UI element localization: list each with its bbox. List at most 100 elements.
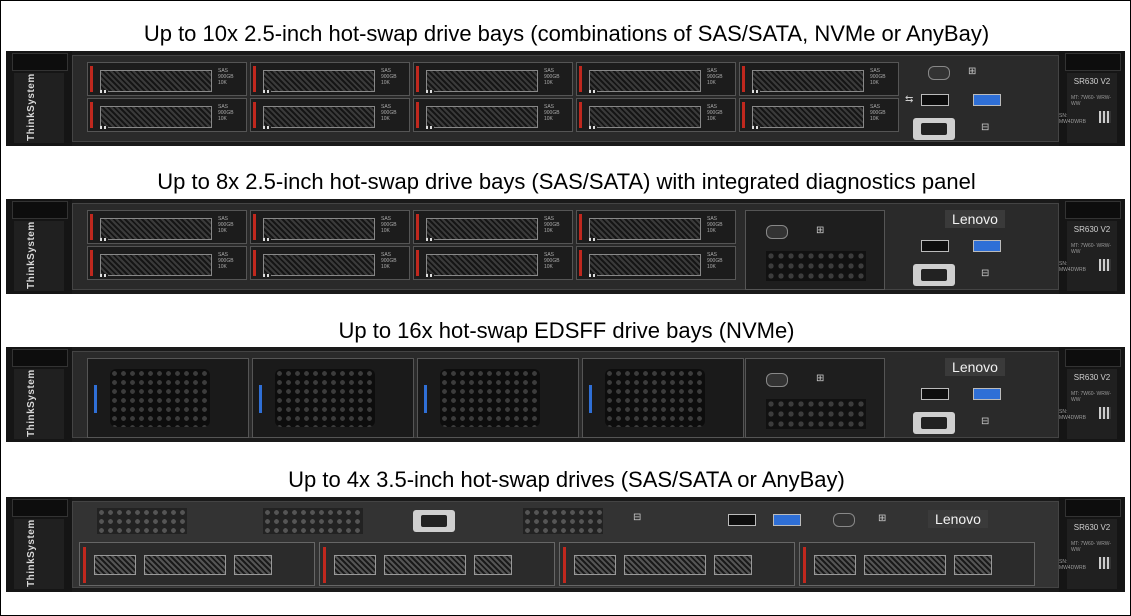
qr-code [1099,111,1111,123]
drive-bay[interactable]: SAS 900GB 10K [250,210,410,244]
drive-bay[interactable]: SAS 900GB 10K [413,246,573,280]
usb-icon[interactable] [921,388,949,400]
vga-port-icon[interactable] [913,264,955,286]
rack-ear-right: SR630 V2 MT: 7W60- WRW-WW SN: MW4DWRB [1059,347,1125,442]
caption-2: Up to 8x 2.5-inch hot-swap drive bays (S… [157,169,976,194]
vga-port-icon[interactable] [913,412,955,434]
power-button-icon[interactable] [766,373,788,387]
drive-bay[interactable]: SAS 900GB 10K [413,210,573,244]
power-button-icon[interactable] [928,66,950,80]
diagnostics-panel[interactable]: ⊞ [745,210,885,290]
rack-ear-right: SR630 V2 MT: 7W60- WRW-WW SN: MW4DWRB [1059,497,1125,592]
drive-bay[interactable]: SAS 900GB 10K [576,98,736,132]
model-label: SR630 V2 [1073,77,1111,86]
drive-bay[interactable]: SAS 900GB 10K [413,98,573,132]
brand-label: ThinkSystem [26,369,37,437]
usb-port[interactable] [921,94,949,106]
mt-label: MT: 7W60- WRW-WW [1071,541,1112,553]
caption-4: Up to 4x 3.5-inch hot-swap drives (SAS/S… [288,467,845,492]
rack-ear-left: ThinkSystem [6,199,72,294]
vga-port-icon[interactable] [913,118,955,140]
brand-label: ThinkSystem [26,519,37,587]
usb3-icon[interactable] [773,514,801,526]
chassis-front: SAS 900GB 10K SAS 900GB 10K SAS 900GB 10… [72,55,1059,142]
xcc-port-icon[interactable]: ⊟ [981,416,990,427]
edsff-bay[interactable] [87,358,249,438]
mt-label: MT: 7W60- WRW-WW [1071,391,1112,403]
server-10x-25: ThinkSystem SAS 900GB 10K SAS 900GB 10K … [6,51,1125,146]
lenovo-logo: Lenovo [945,358,1005,376]
drive-bay[interactable]: SAS 900GB 10K [739,98,899,132]
qr-code [1099,259,1111,271]
usb3-icon[interactable] [973,388,1001,400]
power-button-icon[interactable] [833,513,855,527]
lenovo-logo: Lenovo [945,210,1005,228]
vent-grill [263,508,363,534]
diagnostics-panel[interactable]: ⊞ [745,358,885,438]
drive-bay[interactable]: SAS 900GB 10K [576,210,736,244]
sn-label: SN: MW4DWRB [1059,409,1086,421]
caption-1: Up to 10x 2.5-inch hot-swap drive bays (… [143,21,990,46]
vent-grill [97,508,187,534]
chassis-front: ⊟ ⊞ Lenovo [72,501,1059,588]
id-button-icon[interactable]: ⊞ [968,66,977,77]
drive-bay[interactable]: SAS 900GB 10K [87,246,247,280]
brand-label: ThinkSystem [26,221,37,289]
power-button-icon[interactable] [766,225,788,239]
usb-icon[interactable] [728,514,756,526]
mt-label: MT: 7W60- WRW-WW [1071,243,1112,255]
rack-ear-left: ThinkSystem [6,347,72,442]
rack-ear-left: ThinkSystem [6,51,72,146]
drive-bay[interactable]: SAS 900GB 10K [250,246,410,280]
rack-ear-right: SR630 V2 MT: 7W60- WRW-WW SN: MW4DWRB [1059,51,1125,146]
drive-bay[interactable]: SAS 900GB 10K [576,246,736,280]
drive-bay[interactable]: SAS 900GB 10K [250,62,410,96]
sn-label: SN: MW4DWRB [1059,113,1086,125]
caption-3: Up to 16x hot-swap EDSFF drive bays (NVM… [338,318,795,343]
usb3-icon[interactable] [973,94,1001,106]
lenovo-logo: Lenovo [928,510,988,528]
chassis-front: SAS 900GB 10K SAS 900GB 10K SAS 900GB 10… [72,203,1059,290]
drive-bay[interactable]: SAS 900GB 10K [413,62,573,96]
drive-bay[interactable]: SAS 900GB 10K [250,98,410,132]
xcc-port-icon[interactable]: ⊟ [981,268,990,279]
mt-label: MT: 7W60- WRW-WW [1071,95,1112,107]
id-button-icon[interactable]: ⊞ [816,225,825,236]
vent-grill [766,399,866,429]
drive-bay-35[interactable] [319,542,555,586]
vent-grill [523,508,603,534]
edsff-bay[interactable] [252,358,414,438]
server-16x-edsff: ThinkSystem ⊞ Lenovo ⊟ SR630 V2 MT: 7W60… [6,347,1125,442]
id-button-icon[interactable]: ⊞ [816,373,825,384]
drive-bay[interactable]: SAS 900GB 10K [87,62,247,96]
xcc-port-icon[interactable]: ⊟ [633,512,642,523]
xcc-port-icon[interactable]: ⊟ [981,122,990,133]
drive-bay[interactable]: SAS 900GB 10K [87,210,247,244]
chassis-front: ⊞ Lenovo ⊟ [72,351,1059,438]
sn-label: SN: MW4DWRB [1059,559,1086,571]
qr-code [1099,557,1111,569]
vga-port-icon[interactable] [413,510,455,532]
edsff-bay[interactable] [417,358,579,438]
model-label: SR630 V2 [1073,523,1111,532]
usb-icon: ⇆ [905,94,914,105]
edsff-bay[interactable] [582,358,744,438]
drive-bay[interactable]: SAS 900GB 10K [576,62,736,96]
drive-bay[interactable]: SAS 900GB 10K [739,62,899,96]
drive-bay-35[interactable] [79,542,315,586]
drive-bay[interactable]: SAS 900GB 10K [87,98,247,132]
id-button-icon[interactable]: ⊞ [878,513,887,524]
usb-icon[interactable] [921,240,949,252]
drive-bay-35[interactable] [559,542,795,586]
brand-label: ThinkSystem [26,73,37,141]
vent-grill [766,251,866,281]
model-label: SR630 V2 [1073,373,1111,382]
rack-ear-right: SR630 V2 MT: 7W60- WRW-WW SN: MW4DWRB [1059,199,1125,294]
drive-bay-35[interactable] [799,542,1035,586]
usb3-icon[interactable] [973,240,1001,252]
qr-code [1099,407,1111,419]
sn-label: SN: MW4DWRB [1059,261,1086,273]
model-label: SR630 V2 [1073,225,1111,234]
rack-ear-left: ThinkSystem [6,497,72,592]
